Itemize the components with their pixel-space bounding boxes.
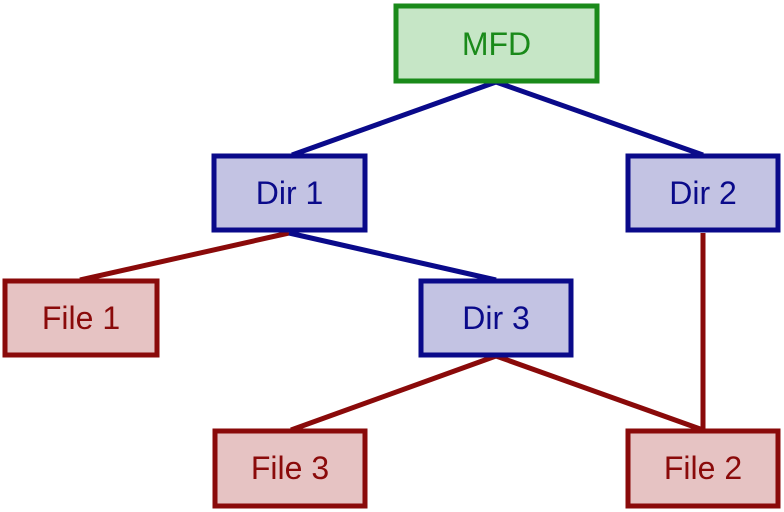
node-file-1-label: File 1 — [42, 300, 120, 336]
tree-nodes: MFD Dir 1 Dir 2 Dir 3 File 1 File 3 File… — [2, 3, 781, 509]
node-mfd-label: MFD — [462, 26, 531, 62]
node-mfd: MFD — [393, 3, 600, 84]
node-dir-1-label: Dir 1 — [256, 175, 324, 211]
tree-edges — [79, 79, 706, 433]
edge-dir3-file2 — [495, 353, 704, 433]
edge-dir1-file1 — [79, 230, 290, 283]
node-file-1: File 1 — [2, 278, 160, 358]
edge-mfd-dir1 — [291, 79, 497, 158]
edge-dir3-file3 — [290, 353, 497, 433]
node-dir-2: Dir 2 — [625, 153, 781, 233]
edge-mfd-dir2 — [495, 79, 704, 158]
node-dir-1: Dir 1 — [211, 153, 368, 233]
node-dir-2-label: Dir 2 — [669, 175, 737, 211]
node-file-2: File 2 — [625, 428, 781, 509]
node-dir-3-label: Dir 3 — [462, 300, 530, 336]
node-dir-3: Dir 3 — [418, 278, 574, 358]
node-file-3: File 3 — [212, 428, 368, 509]
edge-dir1-dir3 — [288, 230, 497, 283]
node-file-3-label: File 3 — [251, 450, 329, 486]
node-file-2-label: File 2 — [664, 450, 742, 486]
